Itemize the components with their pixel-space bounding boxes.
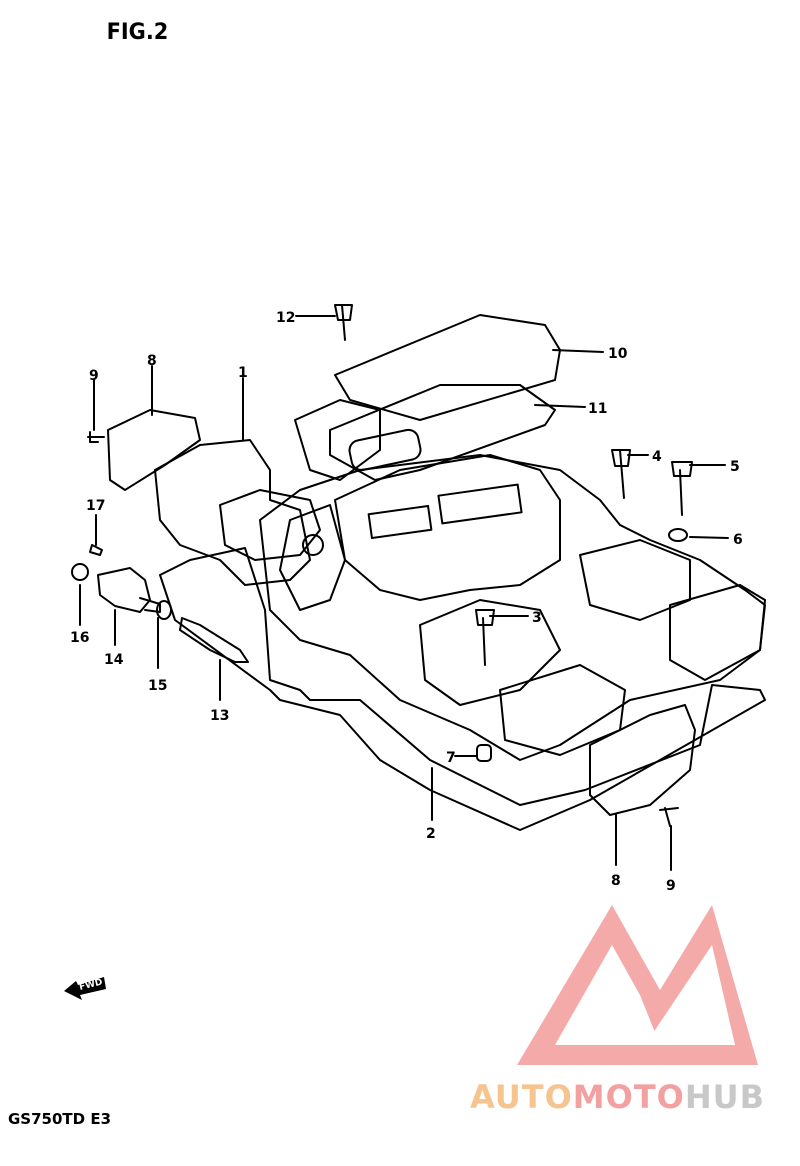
screw-9-right	[659, 807, 679, 827]
fitting-14-neck	[139, 597, 161, 613]
callout-16: 16	[70, 630, 89, 646]
bolt-17	[89, 544, 103, 556]
callout-5: 5	[730, 459, 740, 475]
watermark-logo-icon	[517, 905, 758, 1065]
callout-6: 6	[733, 532, 743, 548]
forward-arrow-icon: FWD	[64, 975, 106, 1005]
model-code: GS750TD E3	[8, 1110, 112, 1128]
breather-cover	[334, 314, 561, 421]
cam-cap-b	[669, 584, 766, 681]
washer-6	[668, 528, 688, 542]
screw-9-left	[87, 431, 105, 443]
figure-title: FIG.2	[106, 20, 169, 45]
cover-gasket	[159, 547, 766, 831]
left-runner	[279, 504, 346, 611]
front-cam-box	[419, 599, 561, 706]
callout-8-left: 8	[147, 353, 157, 369]
end-cap-right	[589, 704, 696, 816]
gasket-window	[348, 428, 422, 472]
breather-gasket	[329, 384, 556, 481]
callout-15: 15	[148, 678, 167, 694]
bolt-12	[334, 304, 353, 341]
callout-8-right: 8	[611, 873, 621, 889]
watermark-moto: MOTO	[572, 1078, 685, 1116]
breather-base	[294, 399, 381, 481]
bolt-3	[475, 609, 495, 666]
leader-6	[689, 536, 729, 539]
fitting-14	[97, 567, 151, 613]
watermark-auto: AUTO	[470, 1078, 573, 1116]
callout-1: 1	[238, 365, 248, 381]
bolt-5	[671, 461, 693, 516]
callout-14: 14	[104, 652, 124, 668]
tube-13	[179, 617, 249, 663]
callout-17: 17	[86, 498, 105, 514]
o-ring-15	[156, 600, 172, 620]
port-left	[302, 534, 324, 556]
callout-4: 4	[652, 449, 662, 465]
callout-2: 2	[426, 826, 436, 842]
plug-16	[71, 563, 89, 581]
right-cam-box	[579, 539, 691, 621]
watermark-hub: HUB	[684, 1078, 766, 1116]
callout-10: 10	[608, 346, 628, 362]
center-block	[334, 454, 561, 601]
left-cam-housing	[154, 439, 311, 586]
watermark-text: AUTOMOTOHUB	[470, 1078, 765, 1116]
callout-9-left: 9	[89, 368, 99, 384]
cam-cap-a	[499, 664, 626, 756]
callout-12: 12	[276, 310, 295, 326]
callout-9-right: 9	[666, 878, 676, 894]
leader-10	[552, 349, 604, 353]
bolt-4	[611, 449, 631, 499]
callout-3: 3	[532, 610, 542, 626]
dowel-7	[476, 744, 492, 762]
leader-11	[534, 404, 586, 408]
center-window-2	[367, 504, 433, 540]
callout-11: 11	[588, 401, 607, 417]
end-cap-left	[107, 409, 201, 491]
callout-13: 13	[210, 708, 229, 724]
left-cam-cap	[219, 489, 321, 561]
callout-7: 7	[446, 750, 456, 766]
center-window-1	[437, 483, 523, 525]
